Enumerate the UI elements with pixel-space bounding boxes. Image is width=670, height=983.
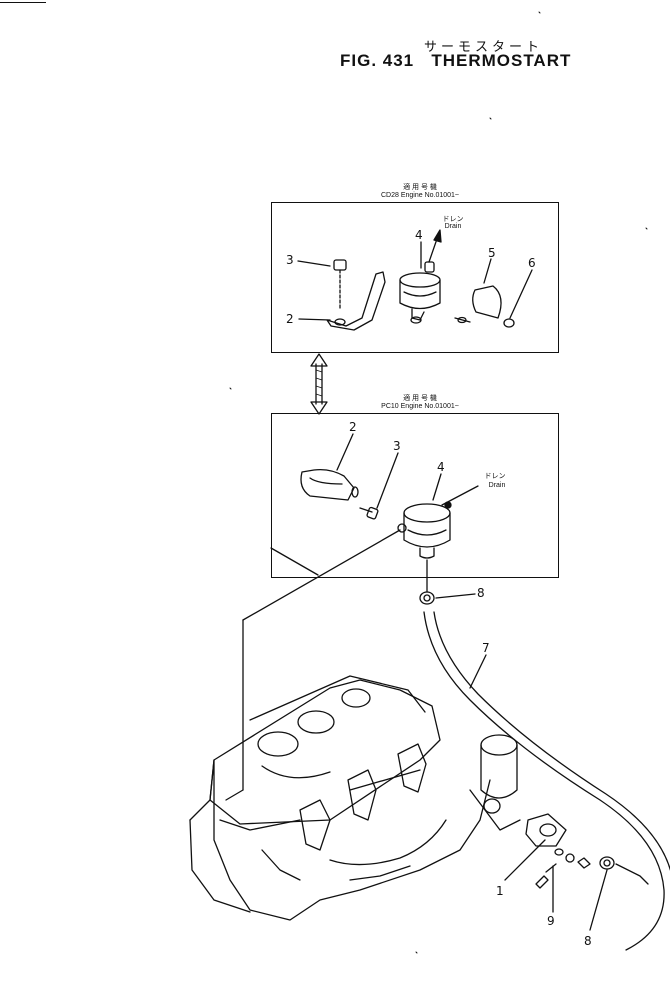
figure-title: FIG. 431 THERMOSTART	[340, 51, 571, 71]
upper-thermostart-body	[399, 261, 441, 324]
upper-caption-jp: 適 用 号 機	[403, 184, 437, 191]
upper-leader-lines	[297, 241, 533, 321]
lower-clamp	[300, 468, 359, 501]
lower-leader-lines	[336, 433, 479, 509]
upper-caption: CD28 Engine No.01001~	[380, 192, 460, 199]
upper-bolt	[333, 259, 347, 311]
lower-variant-box	[271, 413, 559, 578]
engine-block	[189, 675, 521, 921]
hose	[423, 611, 670, 951]
upper-drain-label: Drain	[444, 223, 462, 230]
lower-drain-label: Drain	[488, 482, 506, 489]
callout-upper-4: 4	[415, 228, 423, 242]
lower-thermostart-body	[397, 501, 452, 559]
callout-upper-3: 3	[286, 253, 294, 267]
lower-drain-jp: ドレン	[484, 473, 506, 480]
callout-8-top: 8	[477, 586, 485, 600]
callout-lower-3: 3	[393, 439, 401, 453]
fuel-supply-line	[225, 529, 401, 801]
figure-number: FIG. 431	[340, 51, 415, 70]
upper-nut	[503, 318, 515, 328]
callout-lower-4: 4	[437, 460, 445, 474]
lower-caption: PC10 Engine No.01001~	[381, 403, 459, 410]
upper-drain-arrow	[428, 229, 442, 263]
callout-8-bottom: 8	[584, 934, 592, 948]
upper-clamp	[454, 285, 502, 324]
callout-1: 1	[496, 884, 504, 898]
lower-gasket	[419, 559, 476, 605]
interchange-arrow	[310, 353, 328, 415]
upper-bracket	[326, 271, 386, 331]
lower-bolt	[359, 506, 379, 520]
hose-clamp-lower	[589, 856, 649, 931]
box-projection-lines	[270, 547, 319, 576]
scan-specks	[229, 11, 648, 954]
callout-9: 9	[547, 914, 555, 928]
heater-plug	[504, 813, 567, 881]
callout-upper-6: 6	[528, 256, 536, 270]
corner-rule	[0, 2, 46, 3]
callout-upper-5: 5	[488, 246, 496, 260]
title-japanese: サーモスタート	[424, 39, 544, 54]
callout-7: 7	[482, 641, 490, 655]
upper-variant-box	[271, 202, 559, 353]
lower-caption-jp: 適 用 号 機	[403, 395, 437, 402]
callout-upper-2: 2	[286, 312, 294, 326]
fitting-washers	[535, 848, 591, 913]
upper-drain-jp: ドレン	[442, 216, 464, 223]
figure-name: THERMOSTART	[431, 51, 572, 70]
callout-lower-2: 2	[349, 420, 357, 434]
